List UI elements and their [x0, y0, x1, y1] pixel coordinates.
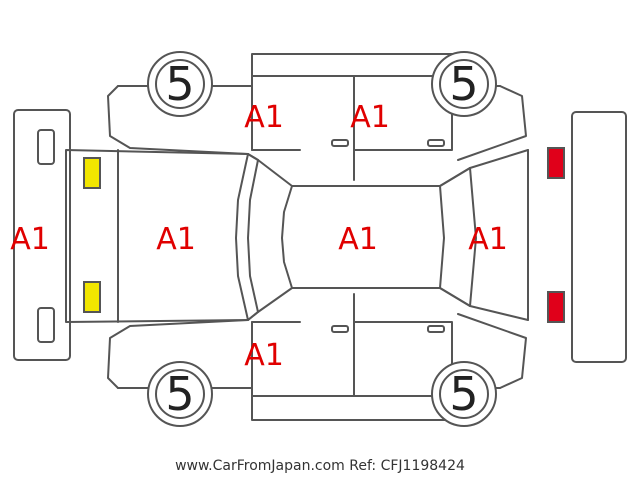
tire-front-left: 5 [147, 51, 213, 117]
tire-front-left-grade: 5 [165, 57, 194, 111]
roof-grade: A1 [338, 222, 378, 257]
right-front-fender-grade: A1 [244, 338, 284, 373]
front-bumper-grade: A1 [10, 222, 50, 257]
right-rear-door-handle [427, 325, 445, 333]
rear-left-lamp-marker [547, 147, 565, 179]
left-front-door-grade: A1 [244, 100, 284, 135]
rear-gate-grade: A1 [468, 222, 508, 257]
rear-glass [469, 167, 477, 307]
windshield-left [235, 153, 249, 321]
front-right-lamp-marker [83, 281, 101, 313]
rear-right-lamp-marker [547, 291, 565, 323]
top-view-body [65, 149, 529, 323]
tire-front-right: 5 [147, 361, 213, 427]
hood-grade: A1 [156, 222, 196, 257]
right-front-door-handle [331, 325, 349, 333]
tire-rear-left: 5 [431, 51, 497, 117]
front-bumper-bracket-top [37, 129, 55, 165]
left-rear-door-grade: A1 [350, 100, 390, 135]
tire-front-right-grade: 5 [165, 367, 194, 421]
front-left-lamp-marker [83, 157, 101, 189]
windshield-inner [281, 185, 293, 289]
tire-rear-left-grade: 5 [449, 57, 478, 111]
right-side-body [107, 293, 527, 421]
tire-rear-right: 5 [431, 361, 497, 427]
front-bumper-bracket-bottom [37, 307, 55, 343]
footer-reference: www.CarFromJapan.com Ref: CFJ1198424 [175, 458, 465, 474]
front-bumper [13, 109, 71, 361]
left-rear-door-handle [427, 139, 445, 147]
rear-bumper [571, 111, 627, 363]
tire-rear-right-grade: 5 [449, 367, 478, 421]
right-side-step [251, 395, 453, 421]
left-side-step [251, 53, 453, 77]
left-front-door-handle [331, 139, 349, 147]
